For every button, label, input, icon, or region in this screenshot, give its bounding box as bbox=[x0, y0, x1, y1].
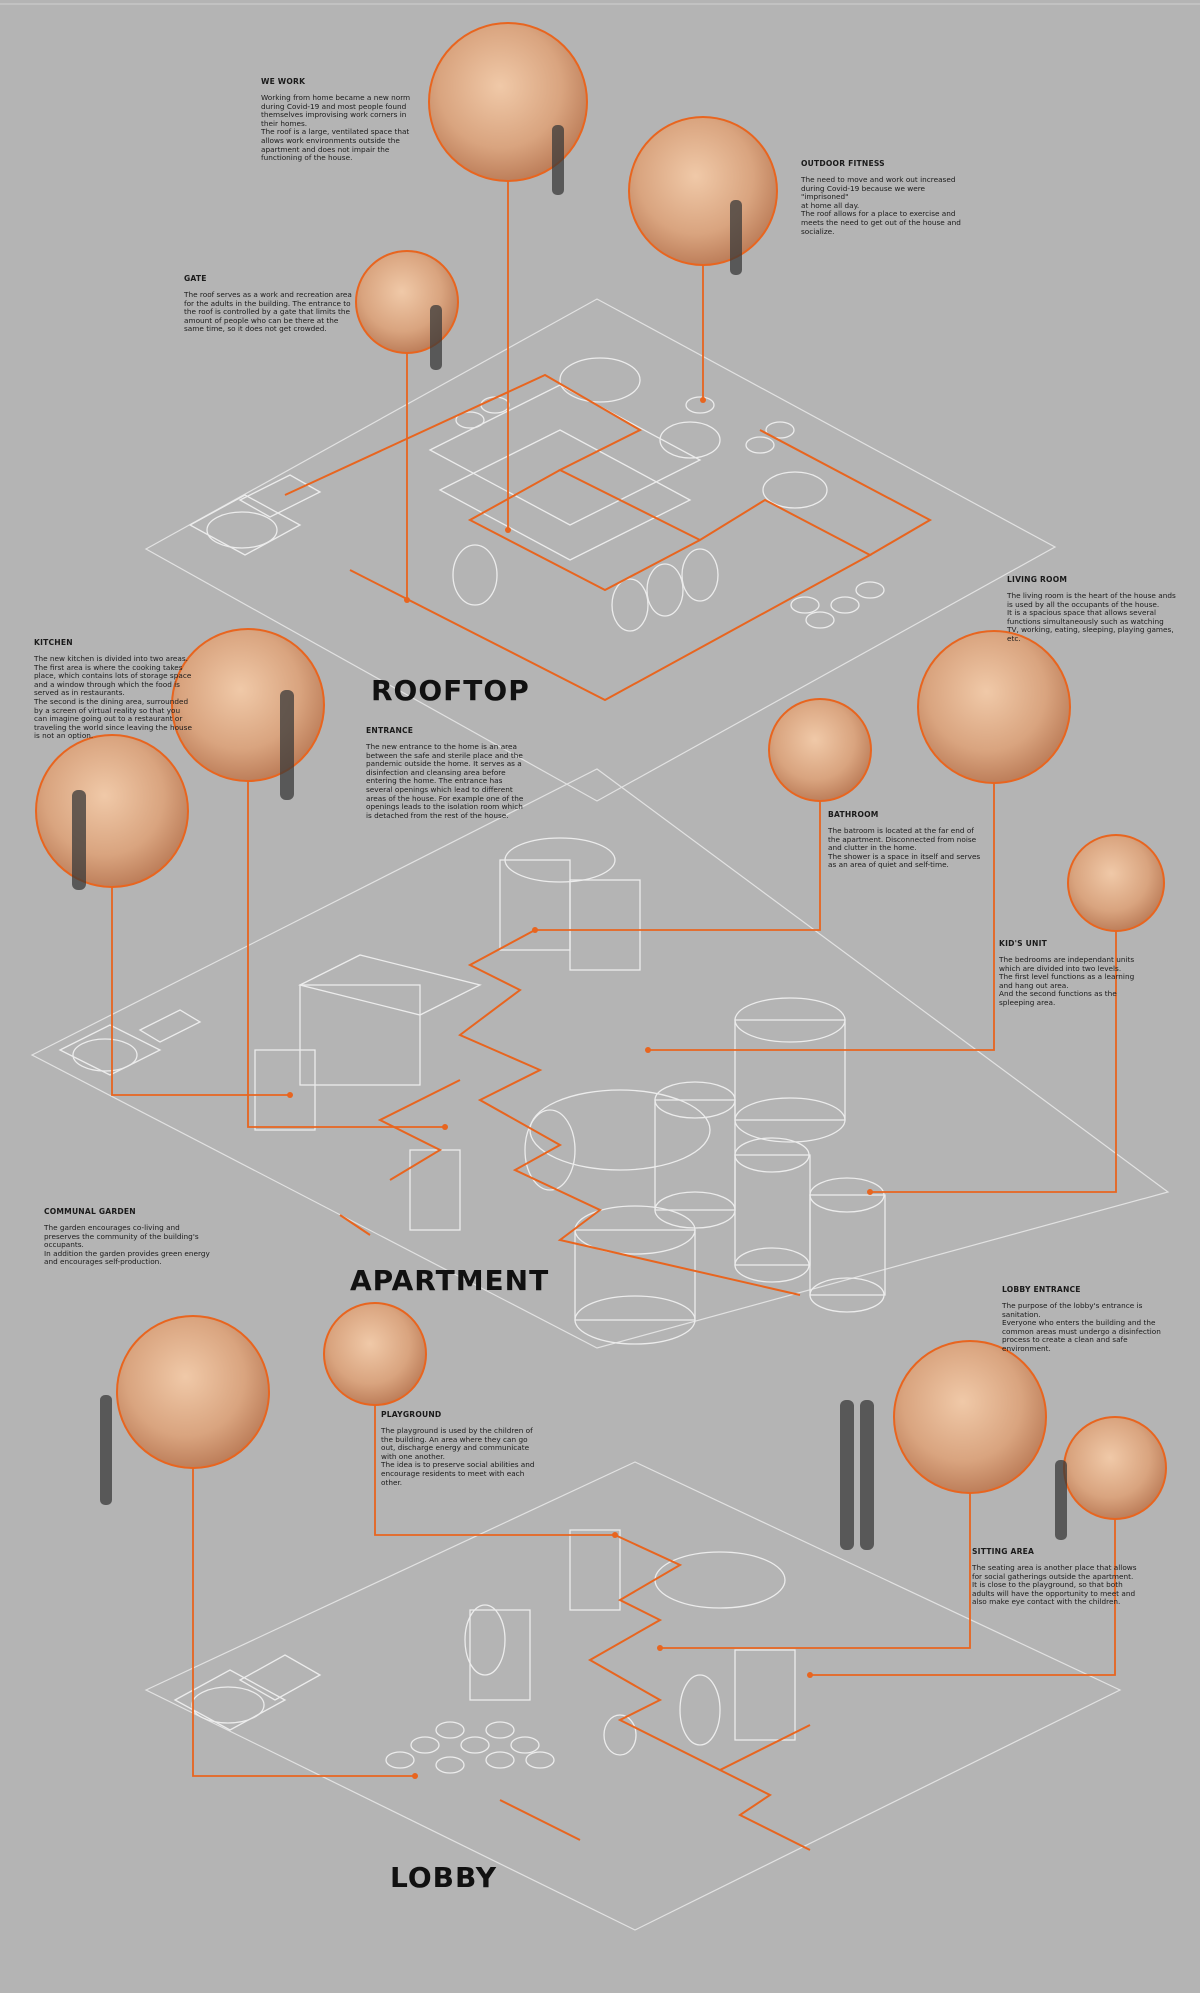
callout-title: LIVING ROOM bbox=[1007, 575, 1068, 584]
sitting-area-photo bbox=[1063, 1416, 1167, 1520]
callout-title: OUTDOOR FITNESS bbox=[801, 159, 885, 168]
people-figures bbox=[72, 125, 1067, 1550]
communal-garden-photo bbox=[116, 1315, 270, 1469]
callout-bathroom: BATHROOM The batroom is located at the f… bbox=[828, 810, 988, 870]
callout-body: The living room is the heart of the hous… bbox=[1007, 591, 1176, 643]
leader-playground bbox=[374, 1405, 615, 1536]
rooftop-objects bbox=[188, 357, 885, 632]
outdoor-fitness-photo bbox=[628, 116, 778, 266]
lobby-entrance-photo bbox=[893, 1340, 1047, 1494]
callout-entrance: ENTRANCE The new entrance to the home is… bbox=[366, 726, 526, 820]
callout-title: PLAYGROUND bbox=[381, 1410, 442, 1419]
leader-bathroom bbox=[535, 801, 821, 931]
level-label-apartment: APARTMENT bbox=[350, 1264, 550, 1297]
callout-body: The garden encourages co-living and pres… bbox=[44, 1223, 210, 1267]
leader-entrance bbox=[247, 781, 445, 1128]
callout-communal-garden: COMMUNAL GARDEN The garden encourages co… bbox=[44, 1207, 214, 1267]
callout-outdoor-fitness: OUTDOOR FITNESS The need to move and wor… bbox=[801, 159, 971, 236]
callout-body: Working from home became a new norm duri… bbox=[261, 93, 411, 163]
callout-title: ENTRANCE bbox=[366, 726, 414, 735]
leader-kids bbox=[870, 931, 1117, 1193]
callout-title: BATHROOM bbox=[828, 810, 879, 819]
callout-gate: GATE The roof serves as a work and recre… bbox=[184, 274, 354, 334]
leader-living bbox=[648, 783, 995, 1051]
callout-title: GATE bbox=[184, 274, 207, 283]
leader-kitchen bbox=[111, 887, 290, 1096]
living-room-photo bbox=[917, 630, 1071, 784]
rooftop-routes bbox=[284, 373, 933, 702]
lobby-routes bbox=[499, 1534, 811, 1851]
callout-title: SITTING AREA bbox=[972, 1547, 1035, 1556]
bathroom-photo bbox=[768, 698, 872, 802]
apartment-floor-plate bbox=[30, 768, 1170, 1349]
level-label-rooftop: ROOFTOP bbox=[371, 674, 530, 707]
callout-we-work: WE WORK Working from home became a new n… bbox=[261, 77, 421, 163]
callout-body: The purpose of the lobby's entrance is s… bbox=[1002, 1301, 1161, 1353]
kitchen-photo bbox=[35, 734, 189, 888]
callout-title: LOBBY ENTRANCE bbox=[1002, 1285, 1081, 1294]
callout-body: The bedrooms are independant units which… bbox=[999, 955, 1135, 1007]
callout-body: The new kitchen is divided into two area… bbox=[34, 654, 192, 741]
lobby-floor-plate bbox=[144, 1461, 1122, 1931]
apartment-objects bbox=[58, 837, 886, 1345]
callout-title: WE WORK bbox=[261, 77, 306, 86]
leader-sitting bbox=[810, 1519, 1116, 1676]
callout-kids-unit: KID'S UNIT The bedrooms are independant … bbox=[999, 939, 1139, 1008]
callout-living-room: LIVING ROOM The living room is the heart… bbox=[1007, 575, 1177, 644]
callout-title: KITCHEN bbox=[34, 638, 73, 647]
callout-title: KID'S UNIT bbox=[999, 939, 1047, 948]
level-label-lobby: LOBBY bbox=[390, 1861, 498, 1894]
gate-photo bbox=[355, 250, 459, 354]
callout-body: The new entrance to the home is an area … bbox=[366, 742, 524, 820]
callout-body: The playground is used by the children o… bbox=[381, 1426, 535, 1487]
we-work-photo bbox=[428, 22, 588, 182]
callout-kitchen: KITCHEN The new kitchen is divided into … bbox=[34, 638, 194, 741]
callout-body: The roof serves as a work and recreation… bbox=[184, 290, 352, 334]
lobby-objects bbox=[173, 1529, 796, 1774]
callout-playground: PLAYGROUND The playground is used by the… bbox=[381, 1410, 541, 1487]
entrance-photo bbox=[171, 628, 325, 782]
leader-lobby-entrance bbox=[660, 1493, 971, 1649]
playground-photo bbox=[323, 1302, 427, 1406]
kids-unit-photo bbox=[1067, 834, 1165, 932]
callout-body: The batroom is located at the far end of… bbox=[828, 826, 981, 870]
apartment-routes bbox=[339, 929, 801, 1296]
callout-body: The need to move and work out increased … bbox=[801, 175, 961, 236]
leader-lines bbox=[111, 181, 1117, 1777]
callout-body: The seating area is another place that a… bbox=[972, 1563, 1137, 1607]
leader-garden bbox=[192, 1468, 415, 1777]
callout-title: COMMUNAL GARDEN bbox=[44, 1207, 136, 1216]
callout-lobby-entrance: LOBBY ENTRANCE The purpose of the lobby'… bbox=[1002, 1285, 1172, 1354]
rooftop-floor-plate bbox=[144, 298, 1057, 802]
callout-sitting-area: SITTING AREA The seating area is another… bbox=[972, 1547, 1142, 1607]
